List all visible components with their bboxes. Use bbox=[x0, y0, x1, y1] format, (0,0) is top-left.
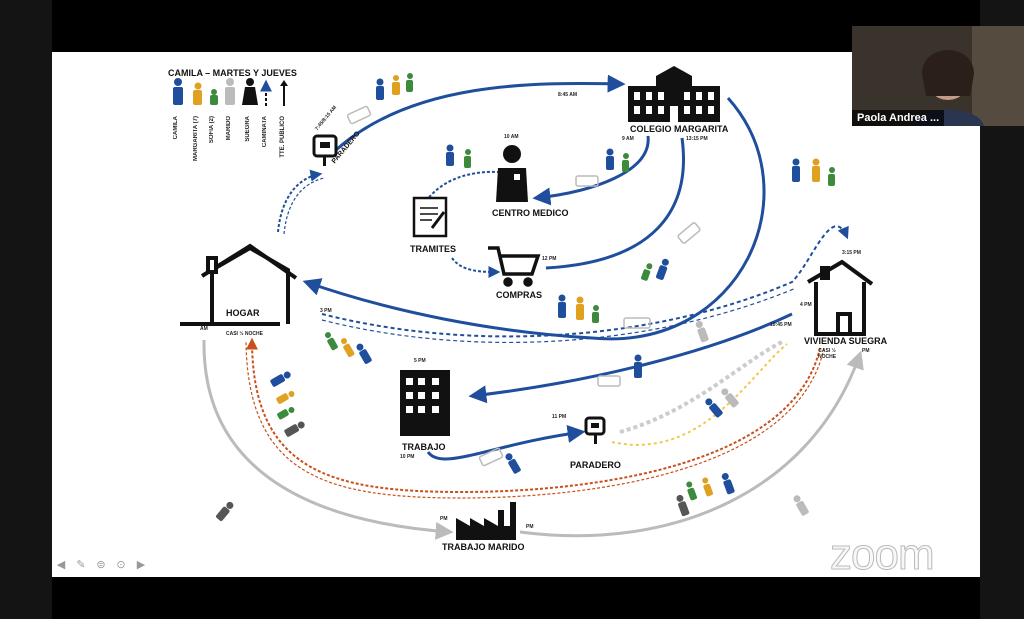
time-1315: 13:15 PM bbox=[686, 136, 708, 142]
time-pm-1: PM bbox=[440, 516, 448, 522]
time-845: 8:45 AM bbox=[558, 92, 577, 98]
route-blue-4 bbox=[302, 97, 766, 341]
legend-suegra: SUEGRA bbox=[245, 116, 251, 142]
arrow-left-icon[interactable]: ◀ bbox=[56, 559, 66, 571]
slide-toolbar: ◀ ✎ ⊜ ⊙ ▶ bbox=[54, 558, 148, 572]
label-trabajo-marido: TRABAJO MARIDO bbox=[442, 542, 525, 552]
label-hogar: HOGAR bbox=[226, 308, 260, 318]
shared-slide: CAMILA – MARTES Y JUEVES CAMILA MARGARIT… bbox=[52, 52, 980, 577]
time-11pm: 11 PM bbox=[552, 414, 567, 420]
time-am: AM bbox=[200, 326, 208, 332]
menu-icon[interactable]: ⊜ bbox=[96, 559, 106, 571]
label-trabajo: TRABAJO bbox=[402, 442, 446, 452]
route-map bbox=[173, 66, 874, 540]
vivienda-suegra-icon bbox=[806, 259, 874, 336]
time-pm-3: PM bbox=[862, 348, 870, 354]
route-blue-5 bbox=[468, 312, 793, 404]
route-gray-2 bbox=[519, 350, 864, 538]
route-gray-dashed bbox=[619, 340, 783, 434]
route-blue-2 bbox=[532, 135, 650, 206]
route-gray bbox=[202, 339, 454, 540]
legend-sofia: SOFIA (2) bbox=[209, 116, 215, 144]
doctor-icon bbox=[496, 145, 528, 202]
route-blue-dashed-4 bbox=[321, 225, 849, 338]
zoom-watermark: zoom bbox=[830, 530, 936, 580]
slide-title: CAMILA – MARTES Y JUEVES bbox=[168, 68, 297, 78]
time-9am: 9 AM bbox=[622, 136, 634, 142]
paradero1-icon bbox=[312, 134, 338, 166]
participant-name: Paola Andrea ... bbox=[852, 110, 945, 126]
route-blue-3 bbox=[545, 137, 685, 270]
label-vivienda-suegra: VIVIENDA SUEGRA bbox=[804, 336, 888, 346]
legend-transporte: TTE. PÚBLICO bbox=[280, 116, 286, 158]
legend-people bbox=[173, 78, 288, 106]
time-10am: 10 AM bbox=[504, 134, 519, 140]
legend-margarita: MARGARITA (7) bbox=[193, 116, 199, 161]
time-10pm: 10 PM bbox=[400, 454, 415, 460]
paradero2-icon bbox=[584, 416, 606, 444]
time-1045: 10:45 PM bbox=[770, 322, 792, 328]
label-hogar-note: CASI ½ NOCHE bbox=[226, 331, 263, 337]
label-compras: COMPRAS bbox=[496, 290, 543, 300]
time-pm-2: PM bbox=[526, 524, 534, 530]
legend-camila: CAMILA bbox=[173, 116, 179, 140]
route-orange bbox=[246, 337, 821, 494]
route-blue-1 bbox=[335, 74, 626, 152]
label-centro-medico: CENTRO MEDICO bbox=[492, 208, 569, 218]
left-bezel bbox=[0, 0, 52, 619]
tramites-icon bbox=[412, 196, 448, 238]
label-tramites: TRAMITES bbox=[410, 244, 456, 254]
trabajo-icon bbox=[400, 370, 450, 436]
people-groups bbox=[216, 73, 835, 521]
route-blue-dashed-3 bbox=[451, 257, 501, 278]
time-4pm: 4 PM bbox=[800, 302, 812, 308]
more-icon[interactable]: ⊙ bbox=[116, 559, 126, 571]
colegio-icon bbox=[628, 66, 720, 122]
time-12pm: 12 PM bbox=[542, 256, 557, 262]
label-vivienda-note: CASI ½ NOCHE bbox=[818, 348, 837, 360]
participant-video[interactable]: Paola Andrea ... bbox=[852, 26, 1024, 126]
label-paradero-2: PARADERO bbox=[570, 460, 621, 470]
pen-icon[interactable]: ✎ bbox=[76, 559, 86, 571]
cart-icon bbox=[488, 246, 541, 287]
time-5pm: 5 PM bbox=[414, 358, 426, 364]
factory-icon bbox=[456, 502, 516, 540]
time-3pm: 3 PM bbox=[320, 308, 332, 314]
legend-marido: MARIDO bbox=[226, 116, 232, 141]
arrow-right-icon[interactable]: ▶ bbox=[136, 559, 146, 571]
bus-icons bbox=[346, 105, 701, 467]
time-315: 3:15 PM bbox=[842, 250, 861, 256]
route-blue-6 bbox=[426, 424, 586, 461]
legend-caminata: CAMINATA bbox=[262, 116, 268, 148]
route-blue-dashed-1 bbox=[277, 169, 323, 233]
hogar-icon bbox=[180, 243, 298, 326]
label-colegio: COLEGIO MARGARITA bbox=[630, 124, 729, 134]
